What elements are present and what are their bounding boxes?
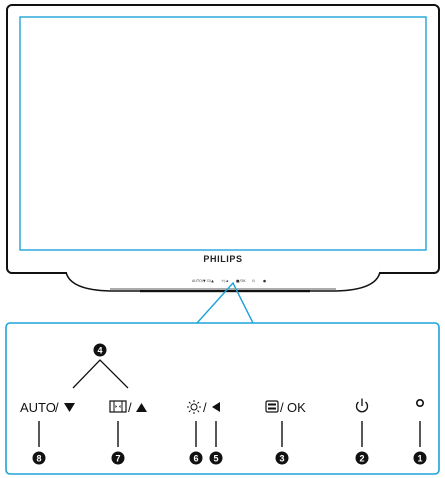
menu-icon bbox=[265, 400, 279, 413]
smartimage-icon bbox=[109, 400, 127, 413]
brand-logo: PHILIPS bbox=[203, 254, 242, 264]
slash-separator: / bbox=[280, 400, 284, 415]
slash-separator: / bbox=[203, 400, 207, 415]
power-led-icon bbox=[415, 398, 424, 407]
callout-number-5: 5 bbox=[213, 453, 218, 463]
callout-number-1: 1 bbox=[417, 453, 422, 463]
callout-number-6: 6 bbox=[193, 453, 198, 463]
callout-number-1-badge bbox=[413, 451, 427, 465]
slash-separator: / bbox=[128, 400, 132, 415]
callout-number-2: 2 bbox=[359, 453, 364, 463]
control-auto: AUTO / 8 bbox=[20, 400, 75, 465]
callout-number-3: 3 bbox=[279, 453, 284, 463]
callout-connector bbox=[196, 281, 254, 324]
bezel-label-menu: ■/OK bbox=[236, 279, 246, 283]
bezel-label-smartimage: ⊡/▲ bbox=[207, 279, 214, 283]
monitor-screen bbox=[19, 16, 427, 251]
bezel-label-led: ● bbox=[263, 279, 266, 283]
control-brightness: / 6 5 bbox=[187, 400, 223, 465]
bezel-label-auto: AUTO/▼ bbox=[192, 279, 206, 283]
callout-number-7-badge bbox=[111, 451, 125, 465]
control-menu-ok: / OK 3 bbox=[265, 400, 306, 465]
callout-number-2-badge bbox=[355, 451, 369, 465]
bezel-button-strip: AUTO/▼ ⊡/▲ ☼/◄ ■/OK ⏻ ● bbox=[192, 279, 266, 283]
callout-number-5-badge bbox=[209, 451, 223, 465]
up-triangle-icon bbox=[136, 403, 147, 412]
callout-group-4: 4 bbox=[72, 343, 129, 389]
callout-number-7: 7 bbox=[115, 453, 120, 463]
callout-number-8: 8 bbox=[36, 453, 41, 463]
callout-box bbox=[5, 322, 440, 475]
control-power: 2 bbox=[355, 398, 369, 465]
auto-label: AUTO bbox=[20, 400, 56, 415]
monitor: PHILIPS AUTO/▼ ⊡/▲ ☼/◄ ■/OK ⏻ ● bbox=[6, 4, 440, 293]
ok-label: OK bbox=[287, 400, 306, 415]
callout-number-4: 4 bbox=[97, 345, 102, 355]
bezel-label-power: ⏻ bbox=[252, 279, 255, 283]
callout-number-6-badge bbox=[189, 451, 203, 465]
slash-separator: / bbox=[55, 400, 59, 415]
control-smartimage: / 7 bbox=[109, 400, 147, 465]
power-icon bbox=[355, 398, 369, 413]
left-triangle-icon bbox=[212, 402, 220, 412]
down-triangle-icon bbox=[64, 403, 75, 412]
callout-number-4-badge bbox=[93, 343, 107, 357]
callout-4-lines bbox=[72, 359, 129, 389]
control-power-led: 1 bbox=[413, 398, 427, 465]
callout-number-3-badge bbox=[275, 451, 289, 465]
brightness-icon bbox=[187, 400, 201, 414]
callout-number-8-badge bbox=[32, 451, 46, 465]
bezel-label-brightness: ☼/◄ bbox=[221, 279, 228, 283]
